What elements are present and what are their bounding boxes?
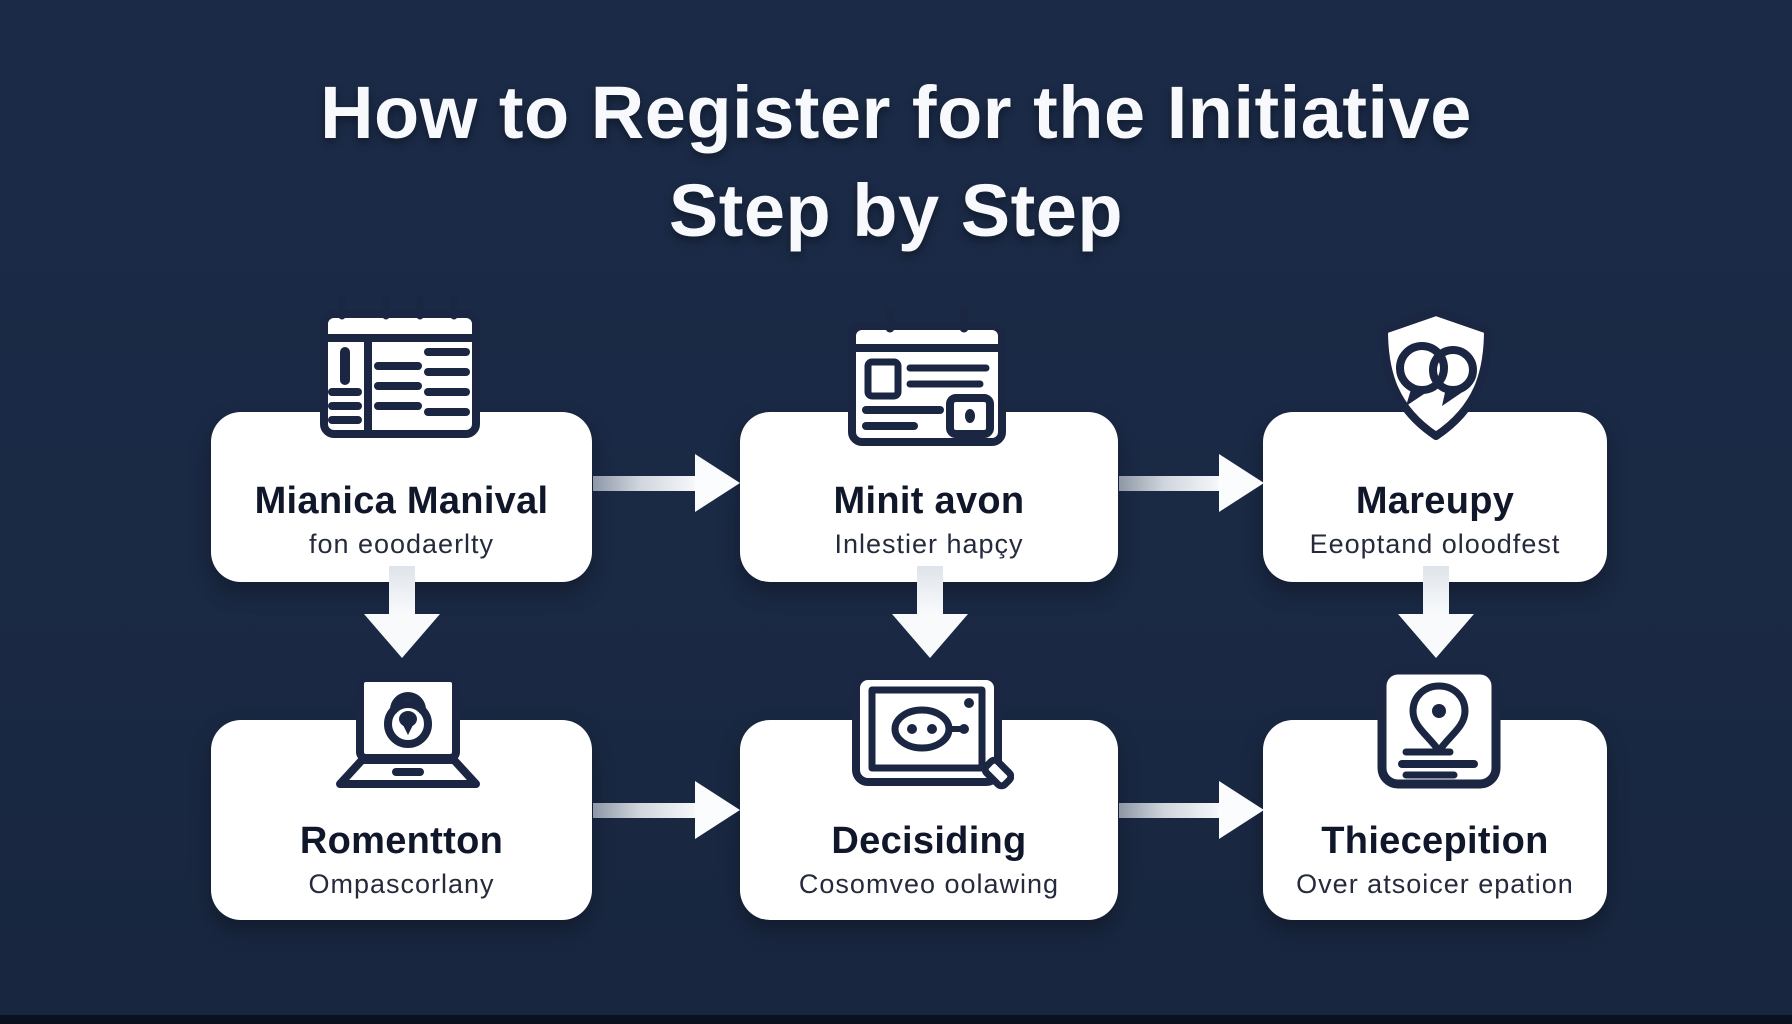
arrow-head	[695, 454, 740, 512]
arrow-shaft	[1119, 475, 1219, 491]
step-title: Minit avon	[833, 479, 1025, 522]
arrow-right-icon	[593, 781, 740, 839]
step-subtitle: fon eoodaerlty	[308, 529, 495, 560]
arrow-shaft	[1119, 802, 1219, 818]
arrow-shaft	[593, 475, 695, 491]
form-card-icon	[846, 308, 1008, 448]
location-card-icon	[1374, 662, 1504, 792]
tablet-face-icon	[850, 670, 1014, 792]
arrow-down-icon	[1398, 566, 1474, 658]
arrow-head	[364, 614, 440, 658]
step-card-3: Mareupy Eeoptand oloodfest	[1263, 412, 1607, 582]
step-title: Decisiding	[831, 819, 1027, 862]
arrow-head	[695, 781, 740, 839]
arrow-shaft	[917, 566, 943, 614]
arrow-shaft	[593, 802, 695, 818]
notepad-calendar-icon	[316, 292, 486, 444]
step-title: Romentton	[299, 819, 504, 862]
step-subtitle: Ompascorlany	[308, 869, 495, 900]
bottom-border	[0, 1015, 1792, 1024]
arrow-head	[892, 614, 968, 658]
arrow-head	[1398, 614, 1474, 658]
step-subtitle: Cosomveo oolawing	[798, 869, 1060, 900]
arrow-head	[1219, 781, 1264, 839]
page-title-line1: How to Register for the Initiative	[320, 71, 1472, 154]
page-title: How to Register for the Initiative Step …	[0, 64, 1792, 259]
step-title: Mareupy	[1355, 479, 1515, 522]
page-title-line2: Step by Step	[668, 168, 1124, 252]
arrow-right-icon	[593, 454, 740, 512]
step-subtitle: Eeoptand oloodfest	[1309, 529, 1561, 560]
arrow-head	[1219, 454, 1264, 512]
step-subtitle: Over atsoicer epation	[1296, 869, 1574, 900]
arrow-down-icon	[364, 566, 440, 658]
arrow-right-icon	[1119, 454, 1264, 512]
shield-chat-icon	[1366, 306, 1506, 444]
arrow-right-icon	[1119, 781, 1264, 839]
step-card-1: Mianica Manival fon eoodaerlty	[211, 412, 592, 582]
arrow-shaft	[389, 566, 415, 614]
step-title: Mianica Manival	[254, 479, 549, 522]
step-subtitle: Inlestier hapçy	[834, 529, 1024, 560]
laptop-lock-icon	[330, 672, 486, 798]
step-title: Thiecepition	[1321, 819, 1549, 862]
arrow-down-icon	[892, 566, 968, 658]
arrow-shaft	[1423, 566, 1449, 614]
